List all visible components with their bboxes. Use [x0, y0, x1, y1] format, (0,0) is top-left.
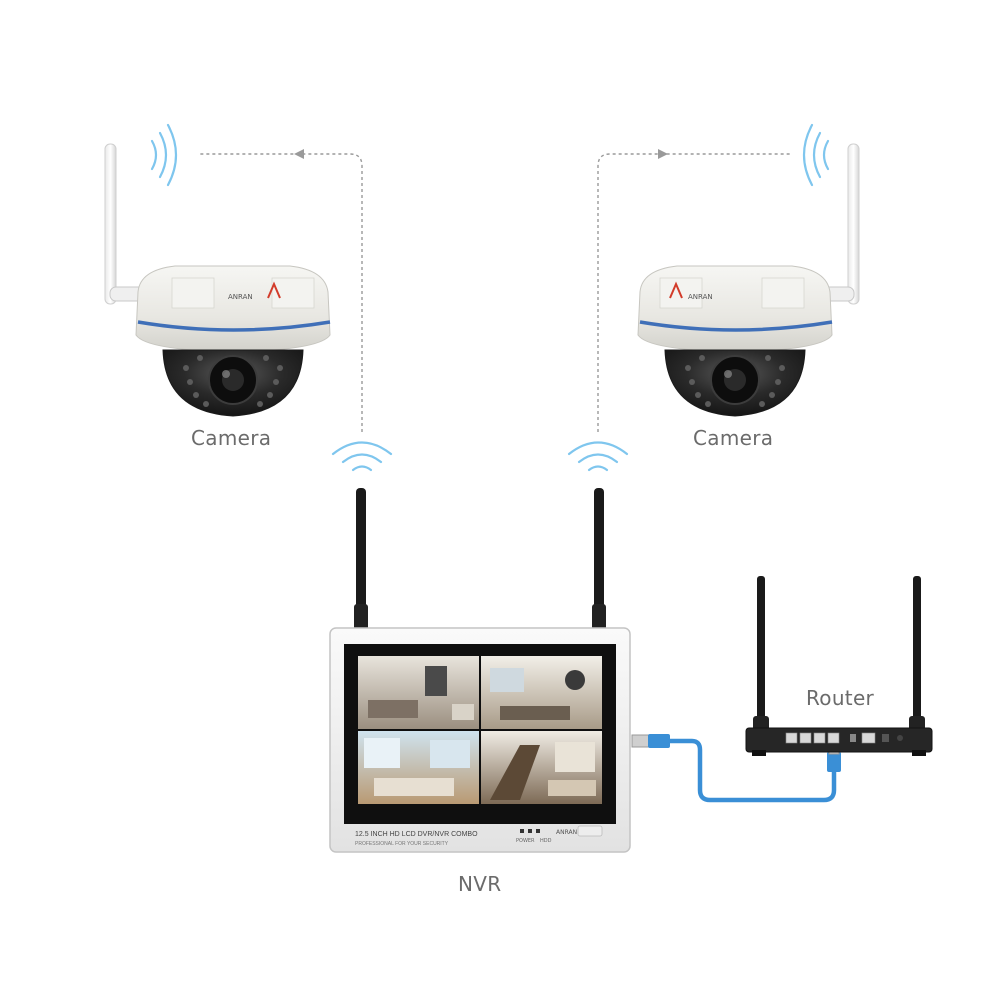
camera-left-label: Camera [191, 426, 272, 450]
wifi-signal-icon-camera-left [150, 123, 178, 187]
nvr-hdd-text: HDD [540, 838, 552, 844]
wifi-signal-icon-camera-right [802, 123, 830, 187]
nvr-quadrant-4 [481, 731, 602, 804]
camera-left-brand-logo: ANRAN [228, 293, 253, 301]
router-lan-ports [785, 732, 840, 744]
router-wan-port [861, 732, 876, 744]
router-antenna-right [913, 576, 921, 726]
nvr-quadrant-1 [358, 656, 479, 729]
nvr-power-text: POWER [516, 838, 535, 844]
wifi-signal-icon-nvr-right [567, 441, 629, 472]
nvr-model-text: 12.5 INCH HD LCD DVR/NVR COMBO [355, 831, 478, 838]
camera-right-brand-logo: ANRAN [688, 293, 713, 301]
dashed-arrow-connector-right [597, 153, 790, 432]
nvr-tagline-text: PROFESSIONAL FOR YOUR SECURITY [355, 841, 449, 847]
arrowhead-right-icon [658, 149, 668, 159]
nvr-label: NVR [458, 872, 502, 896]
arrowhead-left-icon [294, 149, 304, 159]
nvr-quadrant-3 [358, 731, 479, 804]
dome-camera-right: ANRAN [637, 143, 860, 417]
router-label: Router [806, 686, 875, 710]
nvr-brand-text: ANRAN [556, 829, 577, 836]
router-antenna-left [757, 576, 765, 726]
dome-camera-left: ANRAN [104, 143, 331, 417]
nvr-antenna-left [356, 488, 366, 628]
dashed-arrow-connector-left [200, 153, 363, 432]
nvr-antenna-right [594, 488, 604, 628]
wifi-signal-icon-nvr-left [331, 441, 393, 472]
router-device [745, 576, 933, 756]
nvr-monitor: 12.5 INCH HD LCD DVR/NVR COMBO PROFESSIO… [329, 488, 631, 853]
camera-right-label: Camera [693, 426, 774, 450]
nvr-quadrant-2 [481, 656, 602, 729]
